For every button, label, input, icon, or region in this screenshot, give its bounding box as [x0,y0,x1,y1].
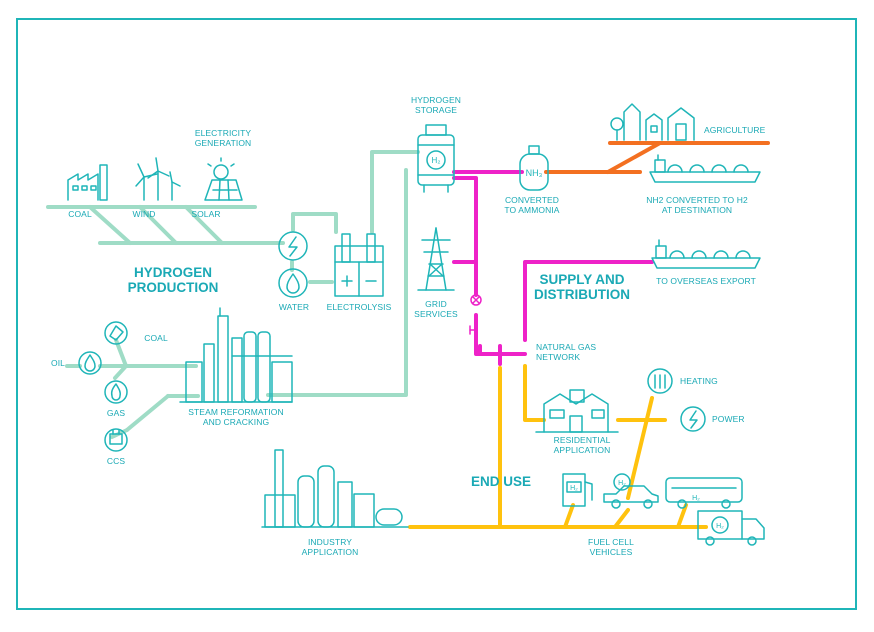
label-agriculture: AGRICULTURE [704,125,766,135]
pump-h2-text: H₂ [570,485,578,492]
valve-icon [469,294,482,335]
water-drop-icon [278,268,308,298]
diagram-frame [16,18,857,610]
ccs-icon [104,428,128,452]
car-icon [603,473,659,509]
truck-icon [697,510,765,546]
ammonia-nh3-text: NH₃ [526,168,543,178]
label-line: PRODUCTION [127,280,219,295]
refinery-icon [179,307,293,403]
label-line: FUEL CELL [588,537,634,547]
coal-left-icon [104,321,128,345]
tanker-ship-icon [649,154,761,183]
label-oil: OIL [50,358,65,368]
label-coal-left: COAL [144,333,168,343]
label-line: GENERATION [194,138,252,148]
label-hydrogen-production: HYDROGEN PRODUCTION [118,265,228,295]
label-line: STORAGE [414,105,458,115]
label-end-use: END USE [470,474,531,489]
label-solar: SOLAR [191,209,221,219]
label-natural-gas-network: NATURAL GAS NETWORK [536,342,606,362]
label-heating: HEATING [680,376,718,386]
coal-factory-icon [67,164,108,201]
label-line: TO AMMONIA [504,205,560,215]
label-line: HYDROGEN [133,265,212,280]
bus-h2-text: H₂ [692,495,700,502]
label-line: CONVERTED [504,195,560,205]
wind-turbine-icon [135,157,181,201]
label-steam-reformation: STEAM REFORMATION AND CRACKING [176,407,296,427]
label-line: NETWORK [536,352,581,362]
label-supply-distribution: SUPPLY AND DISTRIBUTION [530,272,634,302]
label-line: SUPPLY AND [539,272,625,287]
house-icon [535,389,619,433]
storage-h2-text: H₂ [432,156,441,165]
label-line: DISTRIBUTION [534,287,630,302]
label-line: VEHICLES [589,547,633,557]
industry-icon [261,449,409,528]
hydrogen-storage-icon [417,124,455,193]
oil-drop-icon [78,351,102,375]
label-hydrogen-storage: HYDROGEN STORAGE [396,95,476,115]
label-grid-services: GRID SERVICES [408,299,464,319]
label-line: RESIDENTIAL [553,435,611,445]
electrolysis-icon [334,233,384,297]
truck-h2-text: H₂ [716,523,724,530]
label-line: ELECTRICITY [194,128,252,138]
orange-lines [544,141,770,174]
label-industry: INDUSTRY APPLICATION [290,537,370,557]
magenta-pipeline [452,170,654,366]
label-coal-top: COAL [68,209,92,219]
transmission-tower-icon [417,227,455,291]
label-wind: WIND [132,209,156,219]
label-gas: GAS [106,408,126,418]
farm-icon [610,103,695,141]
heating-icon [647,368,673,394]
car-h2-text: H₂ [618,480,626,487]
label-line: INDUSTRY [307,537,353,547]
label-converted-ammonia: CONVERTED TO AMMONIA [490,195,574,215]
label-ccs: CCS [106,456,126,466]
label-overseas-export: TO OVERSEAS EXPORT [656,276,756,286]
label-water: WATER [278,302,310,312]
label-nh2-converted: NH2 CONVERTED TO H2 AT DESTINATION [632,195,762,215]
label-power: POWER [712,414,745,424]
mint-connectors [46,150,420,439]
label-line: AT DESTINATION [661,205,733,215]
label-line: APPLICATION [553,445,611,455]
label-fuel-cell: FUEL CELL VEHICLES [576,537,646,557]
label-line: STEAM REFORMATION [188,407,284,417]
label-electrolysis: ELECTROLYSIS [326,302,392,312]
bus-icon [665,477,743,509]
fuel-pump-icon [562,473,593,507]
gas-flame-icon [104,380,128,404]
label-line: GRID [425,299,447,309]
label-residential: RESIDENTIAL APPLICATION [538,435,626,455]
label-electricity-generation: ELECTRICITY GENERATION [178,128,268,148]
label-line: HYDROGEN [411,95,461,105]
export-ship-icon [651,239,761,269]
label-line: AND CRACKING [202,417,270,427]
power-right-icon [680,406,706,432]
label-line: NATURAL GAS [536,342,597,352]
label-line: SERVICES [414,309,458,319]
label-line: NH2 CONVERTED TO H2 [646,195,748,205]
solar-panel-icon [204,157,243,201]
ammonia-tank-icon [519,145,549,191]
power-icon [278,231,308,261]
label-line: APPLICATION [301,547,359,557]
